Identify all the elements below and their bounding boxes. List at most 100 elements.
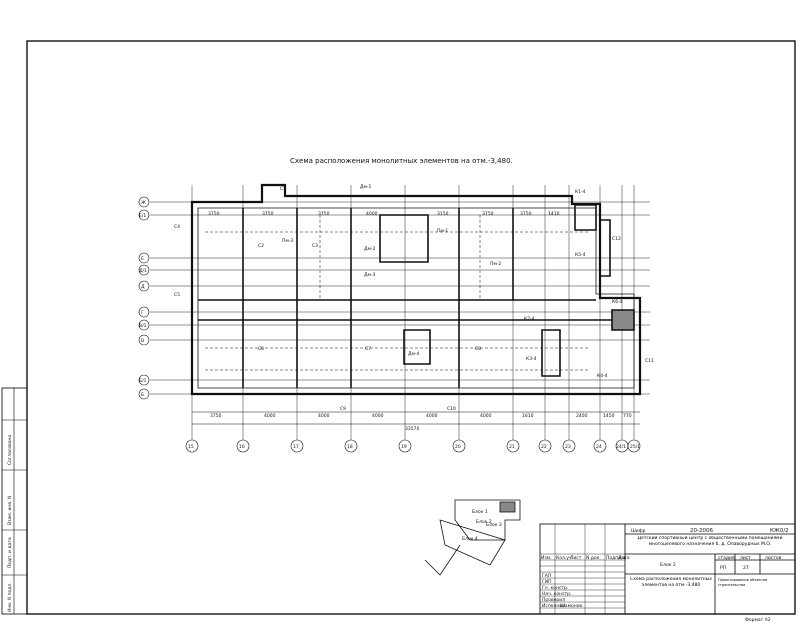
element-label: Пм-1 [437,228,448,234]
plan-title: Схема расположения монолитных элементов … [290,157,513,165]
beam-lines [205,215,590,371]
axis-label: 22 [541,444,547,450]
element-label: С8 [475,346,481,352]
element-label: С6 [258,346,264,352]
axis-label: Д/1 [139,268,147,274]
title-block: Шифр 20-2006 КЖ0/2 Детский спортивный це… [539,523,796,615]
inner-dim: 1410 [548,211,560,217]
inner-dim: 3750 [482,211,494,217]
project-name: Детский спортивный центр с общественными… [637,536,783,547]
element-label: Дм-1 [360,184,372,190]
role-label: Исполнил [542,603,565,609]
element-label: К3-4 [526,356,537,362]
axis-label: Г [141,310,144,316]
inner-dim: 4000 [366,211,378,217]
key-block-label: Блок 2 [476,519,492,525]
key-block-label: Блок 3 [486,522,502,528]
change-header: Подпись [606,555,627,561]
inner-dim: 3750 [520,211,532,217]
bottom-axis-markers [185,439,641,453]
bottom-axis-labels: 15 16 17 18 19 20 21 22 23 24 24/1 25/1 [188,444,640,450]
role-label: Нач. констр. [542,591,571,597]
element-label: Пм-2 [490,261,501,267]
change-header: Кол.уч [556,555,572,561]
drawing-name: Схема расположения монолитных элементов … [630,577,712,588]
axis-label: 17 [293,444,299,450]
axis-label: Б/1 [139,378,147,384]
bottom-dim: 4000 [480,413,492,419]
bottom-dimensions: 3750 4000 4000 4000 4000 4000 1610 2400 … [210,413,632,432]
key-block-label: Блок 4 [462,536,478,542]
left-axis-markers [138,196,150,400]
inner-dim: 3750 [262,211,274,217]
element-label: С4 [174,224,180,230]
element-labels: С1 С2 С3 С4 С5 С6 С7 С8 С9 С10 С11 С12 П… [174,184,654,412]
axis-label: В [141,338,144,344]
inner-dim: 3750 [318,211,330,217]
element-label: С2 [258,243,264,249]
change-header: N док. [586,555,601,561]
element-label: С5 [174,292,180,298]
key-block-label: Блок 1 [472,509,488,515]
change-header: Дата [618,555,630,561]
element-label: С7 [365,346,371,352]
stamp-inv-label: Инв. N подл. [7,582,13,612]
bottom-dim: 4000 [318,413,330,419]
bottom-dim: 2400 [576,413,588,419]
bottom-dim: 3750 [210,413,222,419]
element-label: С1 [280,186,286,192]
sheet-code: КЖ0/2 [770,528,789,534]
axis-label: 24/1 [616,444,626,450]
element-label: К2-4 [524,316,535,322]
sheet-number: 27 [743,565,749,571]
vertical-grid [191,185,635,440]
bottom-dim: 770 [623,413,632,419]
project-code: 20-2006 [690,528,713,534]
sheet-header: лист [740,556,751,561]
element-label: К6-4 [612,299,623,305]
executor-name: Шамонов [560,603,582,609]
axis-label: 23 [565,444,571,450]
axis-label: 18 [347,444,353,450]
element-label: Пм-3 [282,238,293,244]
element-label: С10 [447,406,456,412]
block-name: Блок 2 [660,562,676,568]
format-label: Формат А2 [745,617,771,623]
axis-label: 24 [596,444,602,450]
stage-value: РП [720,565,726,571]
building-outline [190,183,642,396]
axis-label: 19 [401,444,407,450]
role-label: ГИП [542,579,552,585]
element-label: С12 [612,236,621,242]
element-label: Дм-4 [408,351,420,357]
inner-outline [197,207,635,389]
left-axis-labels: Ж Е/1 Е Д/1 Д Г В/1 В Б/1 Б [139,200,147,398]
sheets-header: листов [765,556,782,561]
element-label: С9 [340,406,346,412]
bottom-dim: 4000 [264,413,276,419]
role-label: Гл. констр. [542,585,568,591]
change-header: Лист [570,555,582,561]
inner-dim: 3750 [208,211,220,217]
axis-label: Е [141,256,144,262]
element-label: С3 [312,243,318,249]
horizontal-grid [150,201,650,395]
axis-label: 25/1 [630,444,640,450]
code-label: Шифр [631,528,646,534]
axis-label: Б [141,392,144,398]
inner-dim: 3150 [437,211,449,217]
stamp-replace-label: Взам. инв. N [7,496,13,525]
axis-label: 15 [188,444,194,450]
role-label: Проверил [542,597,565,603]
stamp-agreed-label: Согласовано [7,435,13,465]
element-label: С11 [645,358,654,364]
element-label: К4-4 [597,373,608,379]
axis-label: Д [141,284,145,290]
bottom-dim: 1450 [603,413,615,419]
bottom-dim: 4000 [426,413,438,419]
axis-label: Е/1 [139,213,146,219]
floor-plan: 3750 3750 3750 4000 3150 3750 3750 1410 … [138,183,654,453]
inner-dimensions: 3750 3750 3750 4000 3150 3750 3750 1410 [208,211,560,217]
bottom-dim: 4000 [372,413,384,419]
